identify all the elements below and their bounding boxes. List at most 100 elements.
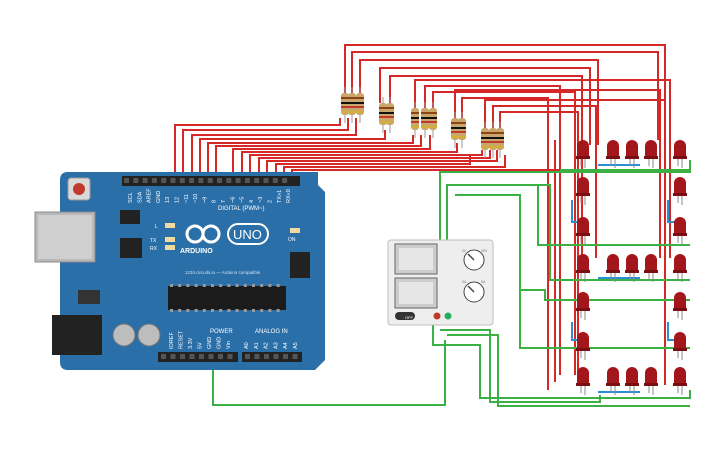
header-pin[interactable]: [282, 178, 288, 183]
red-wire[interactable]: [199, 130, 386, 176]
resistor[interactable]: [348, 87, 356, 123]
arduino-uno-board[interactable]: [34, 172, 325, 370]
resistor[interactable]: [411, 102, 419, 138]
red-led[interactable]: [576, 140, 590, 168]
red-wire[interactable]: [232, 135, 431, 176]
header-pin[interactable]: [263, 178, 269, 183]
reset-button-cap[interactable]: [73, 183, 85, 195]
header-pin[interactable]: [133, 178, 139, 183]
header-pin[interactable]: [235, 178, 241, 183]
header-pin[interactable]: [273, 354, 279, 359]
red-wire[interactable]: [191, 118, 357, 176]
green-wire[interactable]: [212, 340, 446, 406]
green-wire[interactable]: [455, 194, 690, 301]
red-wire[interactable]: [266, 150, 498, 176]
header-pin[interactable]: [180, 354, 185, 359]
header-pin[interactable]: [161, 178, 167, 183]
red-led[interactable]: [673, 217, 687, 245]
header-pin[interactable]: [264, 354, 269, 359]
header-pin[interactable]: [245, 354, 250, 359]
resistor[interactable]: [356, 87, 364, 123]
header-pin[interactable]: [226, 178, 232, 183]
header-pin[interactable]: [170, 178, 176, 183]
header-pin[interactable]: [198, 178, 204, 183]
red-led[interactable]: [606, 367, 620, 395]
resistor[interactable]: [379, 97, 387, 133]
power-supply-unit[interactable]: [387, 239, 494, 326]
red-led[interactable]: [644, 254, 658, 282]
red-led[interactable]: [625, 254, 639, 282]
red-led[interactable]: [576, 254, 590, 282]
red-wire[interactable]: [275, 154, 471, 176]
header-pin[interactable]: [161, 354, 166, 359]
red-led[interactable]: [625, 367, 639, 395]
header-pin[interactable]: [124, 178, 129, 183]
header-pin[interactable]: [254, 354, 260, 359]
header-pin[interactable]: [227, 354, 233, 359]
red-wire[interactable]: [461, 97, 549, 375]
red-led[interactable]: [673, 254, 687, 282]
header-pin[interactable]: [199, 354, 204, 359]
red-led[interactable]: [673, 177, 687, 205]
header-pin[interactable]: [254, 178, 260, 183]
header-pin[interactable]: [218, 354, 223, 359]
resistor[interactable]: [489, 122, 497, 158]
red-led[interactable]: [673, 367, 687, 395]
red-wire[interactable]: [351, 51, 659, 140]
resistor[interactable]: [429, 102, 437, 138]
header-pin[interactable]: [189, 354, 195, 359]
header-pin[interactable]: [142, 178, 148, 183]
resistor[interactable]: [386, 97, 394, 133]
red-wire[interactable]: [258, 150, 491, 176]
positive-terminal[interactable]: [433, 312, 441, 320]
red-led[interactable]: [576, 177, 590, 205]
green-wire[interactable]: [446, 184, 690, 315]
red-led[interactable]: [625, 140, 639, 168]
green-wire[interactable]: [447, 334, 690, 407]
red-led[interactable]: [644, 367, 658, 395]
resistor[interactable]: [496, 122, 504, 158]
header-pin[interactable]: [244, 178, 250, 183]
red-wire[interactable]: [249, 150, 483, 176]
red-wire[interactable]: [492, 105, 597, 258]
header-pin[interactable]: [179, 178, 185, 183]
red-led[interactable]: [576, 332, 590, 360]
resistor[interactable]: [341, 87, 349, 123]
negative-terminal[interactable]: [444, 312, 452, 320]
resistor[interactable]: [451, 112, 459, 148]
red-wire[interactable]: [207, 135, 414, 176]
header-pin[interactable]: [217, 178, 222, 183]
red-wire[interactable]: [454, 89, 661, 258]
red-wire[interactable]: [359, 59, 599, 145]
resistor[interactable]: [481, 122, 489, 158]
red-wire[interactable]: [499, 111, 579, 375]
red-led[interactable]: [606, 254, 620, 282]
red-led[interactable]: [673, 292, 687, 320]
red-wire[interactable]: [241, 143, 458, 176]
green-wire[interactable]: [537, 185, 690, 246]
red-led[interactable]: [673, 332, 687, 360]
red-wire[interactable]: [182, 118, 349, 176]
resistor[interactable]: [458, 112, 466, 148]
red-led[interactable]: [576, 367, 590, 395]
green-wire[interactable]: [519, 195, 690, 349]
red-led[interactable]: [644, 140, 658, 168]
red-wire[interactable]: [215, 135, 422, 176]
green-wire[interactable]: [440, 329, 601, 403]
header-pin[interactable]: [189, 178, 195, 183]
resistor[interactable]: [421, 102, 429, 138]
header-pin[interactable]: [170, 354, 176, 359]
header-pin[interactable]: [208, 354, 214, 359]
header-pin[interactable]: [292, 354, 298, 359]
header-pin[interactable]: [283, 354, 288, 359]
red-led[interactable]: [576, 217, 590, 245]
header-pin[interactable]: [207, 178, 213, 183]
red-wire[interactable]: [174, 118, 341, 176]
red-wire[interactable]: [432, 91, 576, 375]
red-led[interactable]: [576, 292, 590, 320]
header-pin[interactable]: [272, 178, 278, 183]
red-wire[interactable]: [344, 44, 666, 140]
power-switch[interactable]: [395, 312, 415, 320]
header-pin[interactable]: [151, 178, 157, 183]
red-wire[interactable]: [389, 75, 583, 258]
